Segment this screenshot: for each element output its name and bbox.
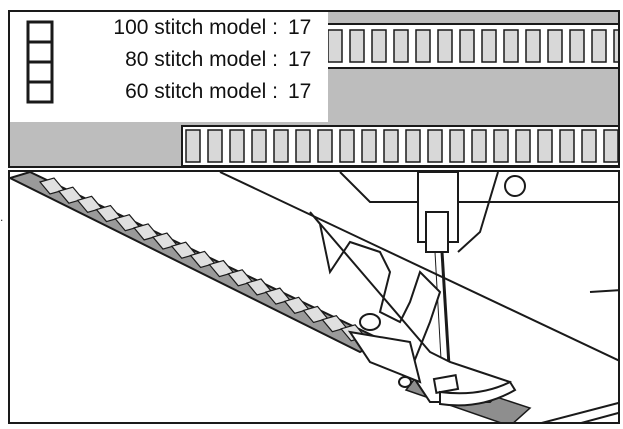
- stitch-cell: [525, 29, 541, 63]
- stitch-cell: [371, 29, 387, 63]
- stitch-cell: [493, 129, 509, 163]
- stitch-legend: 100 stitch model : 17 80 stitch model : 17…: [10, 12, 328, 122]
- tape-stitch-cells: [38, 177, 367, 342]
- stitch-cell: [547, 29, 563, 63]
- page-edge-mark: .: [0, 210, 4, 224]
- stitch-cell: [327, 29, 343, 63]
- stitch-cell: [229, 129, 245, 163]
- stitch-cell: [273, 129, 289, 163]
- stitch-cell: [471, 129, 487, 163]
- stitch-cell: [361, 129, 377, 163]
- stitch-cell: [503, 29, 519, 63]
- legend-value: 17: [288, 48, 312, 71]
- stitch-pattern-panel: 100 stitch model : 17 80 stitch model : 17…: [8, 10, 620, 168]
- stitch-cell: [459, 29, 475, 63]
- stitch-cell: [383, 129, 399, 163]
- legend-row-100: 100 stitch model : 17: [78, 16, 311, 40]
- stitch-cell: [481, 29, 497, 63]
- legend-label: 80 stitch model :: [125, 48, 278, 71]
- upper-tape-stitch-cells: [327, 29, 618, 63]
- stitch-cell: [569, 29, 585, 63]
- stitch-cell: [317, 129, 333, 163]
- presser-foot-illustration: [10, 172, 618, 422]
- legend-label: 100 stitch model :: [113, 16, 278, 39]
- stitch-cell: [559, 129, 575, 163]
- stitch-cell: [449, 129, 465, 163]
- legend-row-80: 80 stitch model : 17: [78, 48, 311, 72]
- stitch-pattern-icon: [26, 20, 54, 104]
- stitch-cell: [515, 129, 531, 163]
- stitch-cell: [537, 129, 553, 163]
- legend-row-60: 60 stitch model : 17: [78, 80, 311, 104]
- stitch-cell: [295, 129, 311, 163]
- stitch-cell: [207, 129, 223, 163]
- presser-foot-screw: [359, 313, 381, 331]
- stitch-cell: [185, 129, 201, 163]
- stitch-cell: [415, 29, 431, 63]
- stitch-cell: [591, 29, 607, 63]
- stitch-cell: [613, 29, 618, 63]
- stitch-cell: [339, 129, 355, 163]
- legend-value: 17: [288, 16, 312, 39]
- stitch-cell: [393, 29, 409, 63]
- lower-tape-stitch-cells: [185, 129, 618, 163]
- stitch-cell: [405, 129, 421, 163]
- lower-tape: [181, 125, 618, 166]
- legend-value: 17: [288, 80, 312, 103]
- stitch-cell: [581, 129, 597, 163]
- stitch-cell: [427, 129, 443, 163]
- stitch-cell: [603, 129, 618, 163]
- presser-foot: [309, 211, 512, 403]
- stitch-cell: [349, 29, 365, 63]
- stitch-cell: [437, 29, 453, 63]
- legend-label: 60 stitch model :: [125, 80, 278, 103]
- stitch-cell: [251, 129, 267, 163]
- presser-foot-panel: [8, 170, 620, 424]
